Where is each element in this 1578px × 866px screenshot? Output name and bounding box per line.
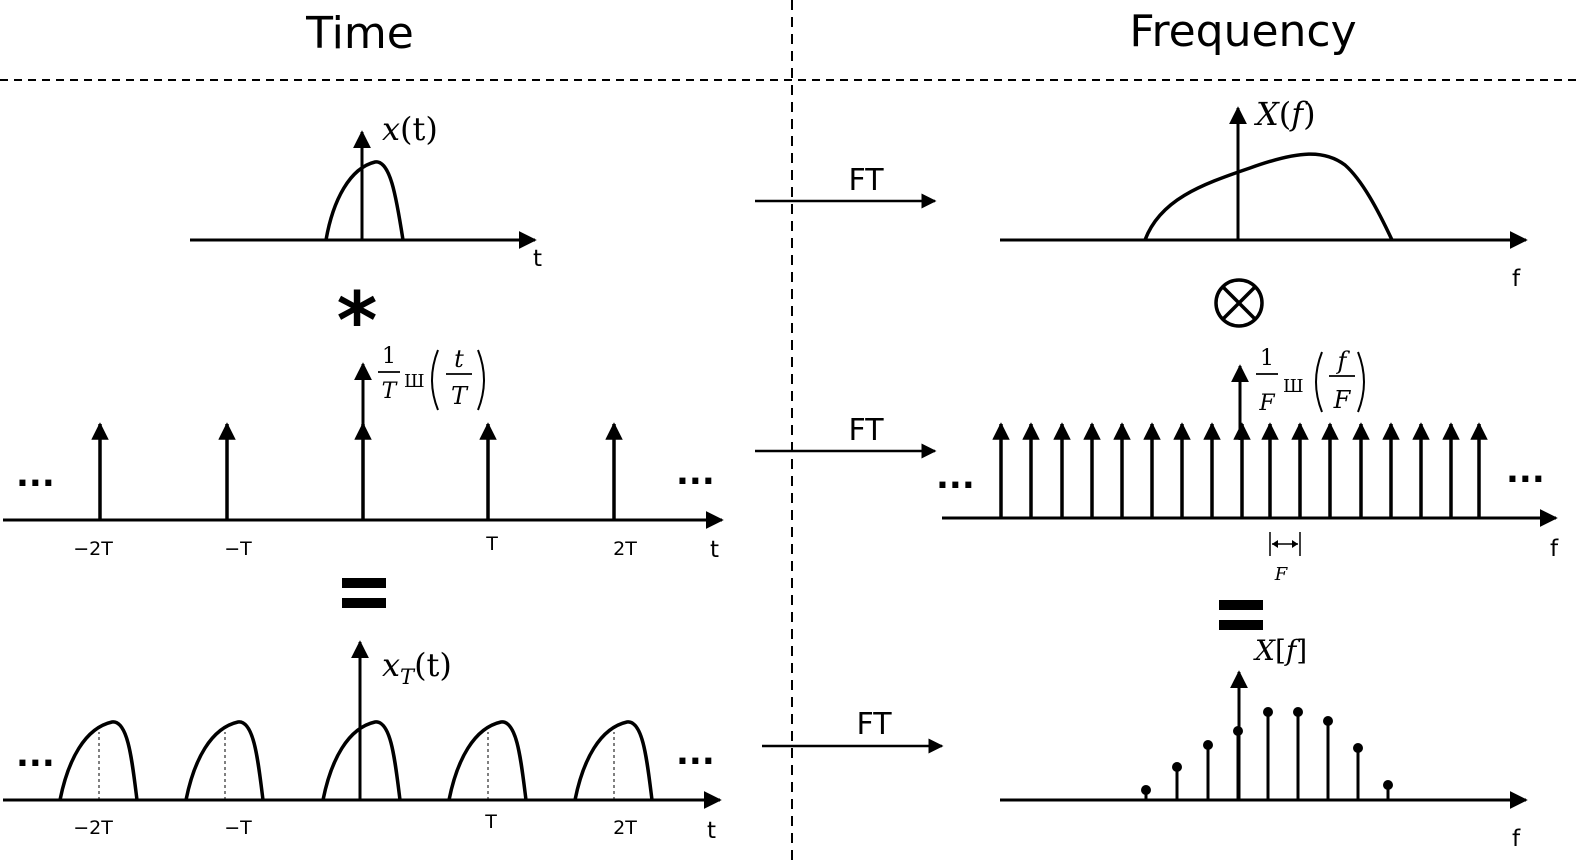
svg-text:t: t xyxy=(454,345,464,373)
ft-arrow-3: FT xyxy=(762,707,944,754)
periodic-pulse xyxy=(58,720,139,801)
frequency-header: Frequency xyxy=(1129,6,1356,57)
tick-minus-2T-3: −2T xyxy=(73,817,113,839)
X-f-label: X(f) xyxy=(1253,95,1316,133)
ft-arrow-2: FT xyxy=(755,413,937,459)
svg-text:F: F xyxy=(1258,391,1275,416)
spectrum-sample xyxy=(1233,726,1243,800)
ft-label-3: FT xyxy=(856,707,892,742)
t-axis-label-3: t xyxy=(707,818,716,844)
periodic-pulse xyxy=(184,720,265,801)
spectrum-sample xyxy=(1172,762,1182,800)
f-axis-label-1: f xyxy=(1512,266,1521,292)
signal-X-f: f X(f) xyxy=(1000,95,1528,292)
periodic-pulse xyxy=(447,720,528,801)
signal-x-t: t x(t) xyxy=(190,110,542,272)
ellipsis-right-3: ... xyxy=(676,733,715,773)
signal-X-bracket-f: f X[f] xyxy=(1000,634,1528,852)
spectrum-X-f xyxy=(1143,152,1394,241)
spectrum-sample xyxy=(1263,707,1273,800)
X-bracket-f-label: X[f] xyxy=(1253,634,1307,667)
ellipsis-left-3: ... xyxy=(16,735,55,775)
spectrum-stems xyxy=(1141,707,1393,800)
ellipsis-right-2: ... xyxy=(676,453,715,493)
svg-text:f: f xyxy=(1336,347,1351,375)
x-T-t-label: xT(t) xyxy=(382,646,452,689)
tick-2T: 2T xyxy=(613,538,637,560)
time-header: Time xyxy=(305,8,414,59)
comb-freq: ... ... f F 1 F Ш f F xyxy=(936,346,1559,585)
spacing-label: F xyxy=(1274,564,1289,585)
spectrum-sample xyxy=(1141,785,1151,800)
ellipsis-left-2: ... xyxy=(16,455,55,495)
tick-minus-2T: −2T xyxy=(73,538,113,560)
periodic-pulse xyxy=(321,720,402,801)
svg-text:Ш: Ш xyxy=(1283,376,1304,397)
svg-text:F: F xyxy=(1333,386,1352,414)
svg-text:1: 1 xyxy=(1260,346,1274,371)
ft-label-2: FT xyxy=(848,413,884,448)
svg-text:T: T xyxy=(382,379,399,404)
spectrum-sample xyxy=(1293,707,1303,800)
svg-text:1: 1 xyxy=(382,344,396,369)
freq-impulses xyxy=(992,422,1488,518)
equals-operator-time xyxy=(342,578,386,608)
ellipsis-right-freq: ... xyxy=(1506,451,1545,491)
t-axis-label-1: t xyxy=(533,246,542,272)
spacing-marker: F xyxy=(1269,532,1301,585)
comb-time: ... ... −2T −T T 2T t 1 T Ш t T xyxy=(3,344,724,563)
spectrum-sample xyxy=(1353,743,1363,800)
tick-minus-T-3: −T xyxy=(224,817,252,839)
signal-x-T-t: ... ... −2T −T T 2T t xT(t) xyxy=(3,640,722,844)
periodic-pulse xyxy=(573,720,654,801)
f-axis-label-2: f xyxy=(1550,536,1559,562)
tick-T: T xyxy=(485,533,498,555)
ft-label-1: FT xyxy=(848,163,884,198)
pulse-x-t xyxy=(324,160,405,241)
ellipsis-left-freq: ... xyxy=(936,457,975,497)
svg-text:T: T xyxy=(451,382,469,410)
ft-arrow-1: FT xyxy=(755,163,937,209)
tick-minus-T: −T xyxy=(224,538,252,560)
x-t-label: x(t) xyxy=(382,110,438,148)
comb-freq-label: 1 F Ш f F xyxy=(1256,346,1365,416)
t-axis-label-2: t xyxy=(710,537,719,563)
spectrum-sample xyxy=(1383,780,1393,800)
multiplication-operator xyxy=(1214,278,1264,328)
tick-2T-3: 2T xyxy=(613,817,637,839)
svg-text:Ш: Ш xyxy=(404,371,425,392)
tick-T-3: T xyxy=(484,811,497,833)
spectrum-sample xyxy=(1323,716,1333,800)
equals-operator-freq xyxy=(1219,600,1263,630)
convolution-operator: * xyxy=(337,277,378,367)
comb-time-label: 1 T Ш t T xyxy=(378,344,485,411)
spectrum-sample xyxy=(1203,740,1213,800)
f-axis-label-3: f xyxy=(1512,826,1521,852)
